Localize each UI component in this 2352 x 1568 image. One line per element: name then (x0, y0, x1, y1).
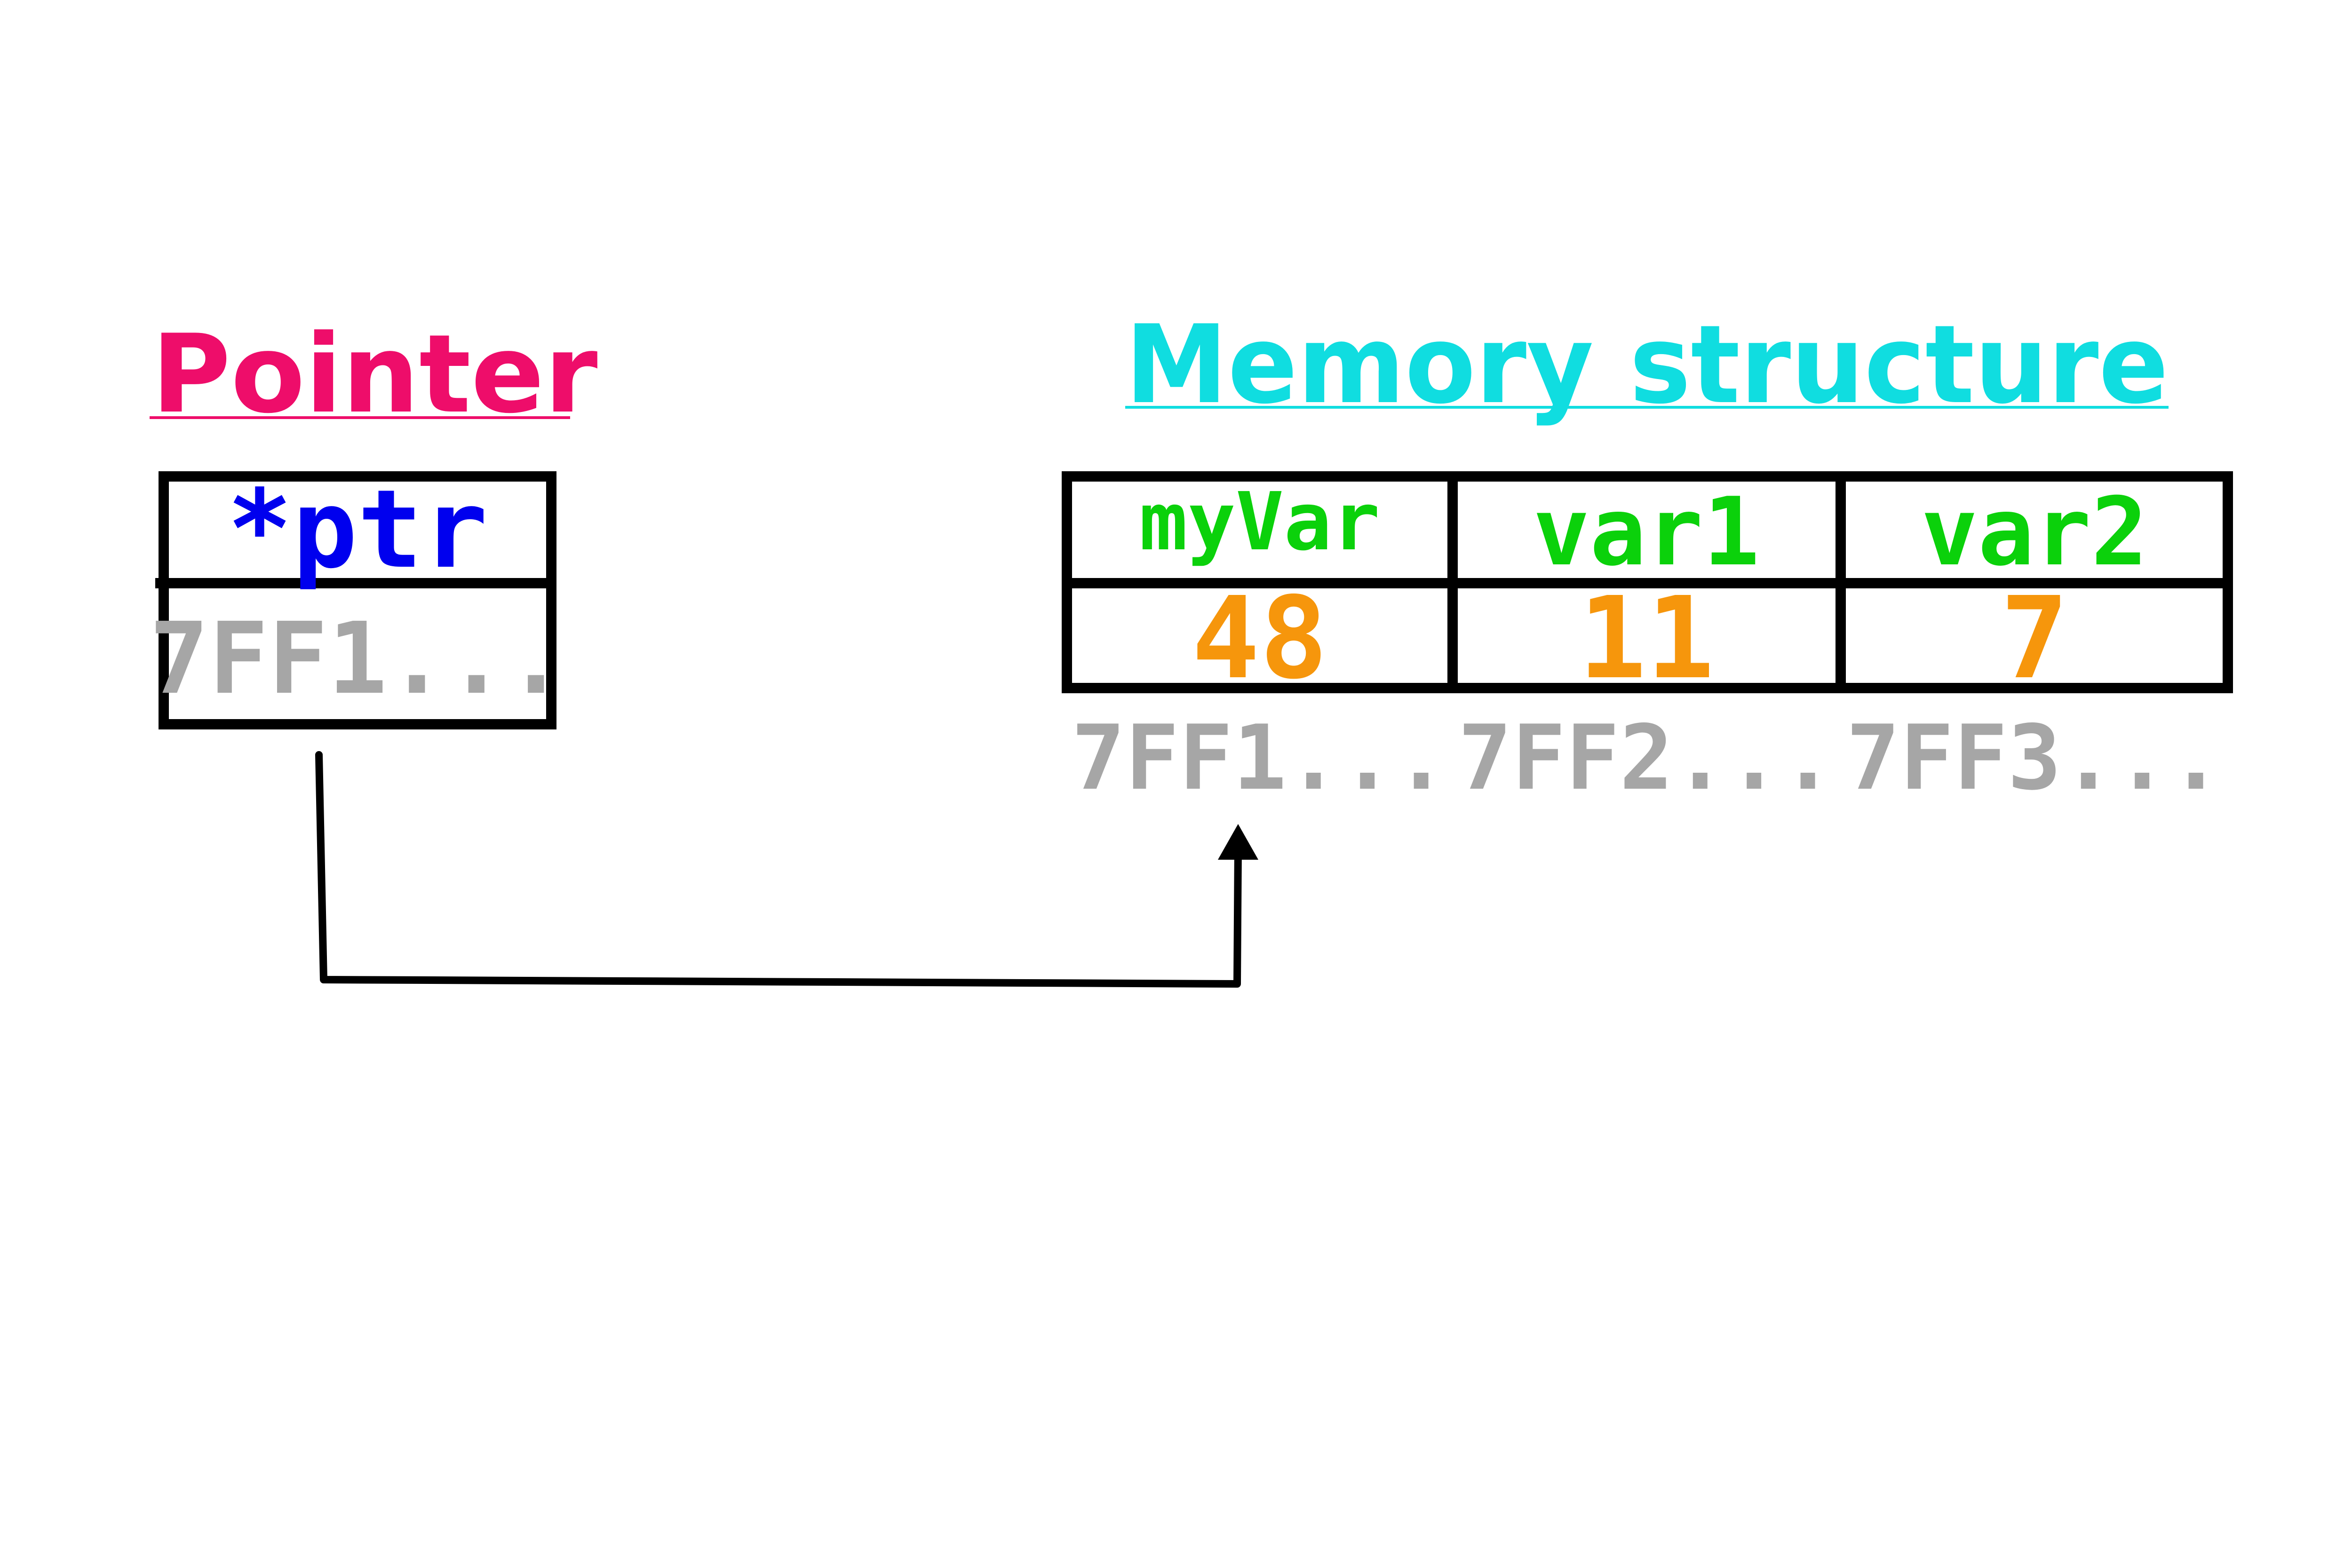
pointer-arrowhead-icon (1218, 824, 1258, 860)
pointer-box (155, 471, 556, 729)
memory-cell-value: 7 (2001, 572, 2069, 704)
pointer-value: 7FF1... (149, 601, 565, 716)
memory-title: Memory structure (1125, 302, 2169, 428)
memory-cell-name: var2 (1921, 477, 2148, 587)
memory-cell-address: 7FF1... (1072, 706, 1448, 810)
memory-cell-address: 7FF3... (1846, 706, 2223, 810)
memory-cell-name: myVar (1139, 475, 1380, 569)
pointer-name: *ptr (227, 467, 488, 593)
memory-cell-name: var1 (1533, 477, 1760, 587)
pointer-connector-line (315, 751, 1242, 988)
memory-cell-value: 11 (1579, 572, 1715, 704)
memory-table (1062, 471, 2233, 693)
pointer-box-outline (159, 471, 556, 729)
memory-cell-value: 48 (1192, 572, 1328, 704)
memory-cell-address: 7FF2... (1458, 706, 1835, 810)
